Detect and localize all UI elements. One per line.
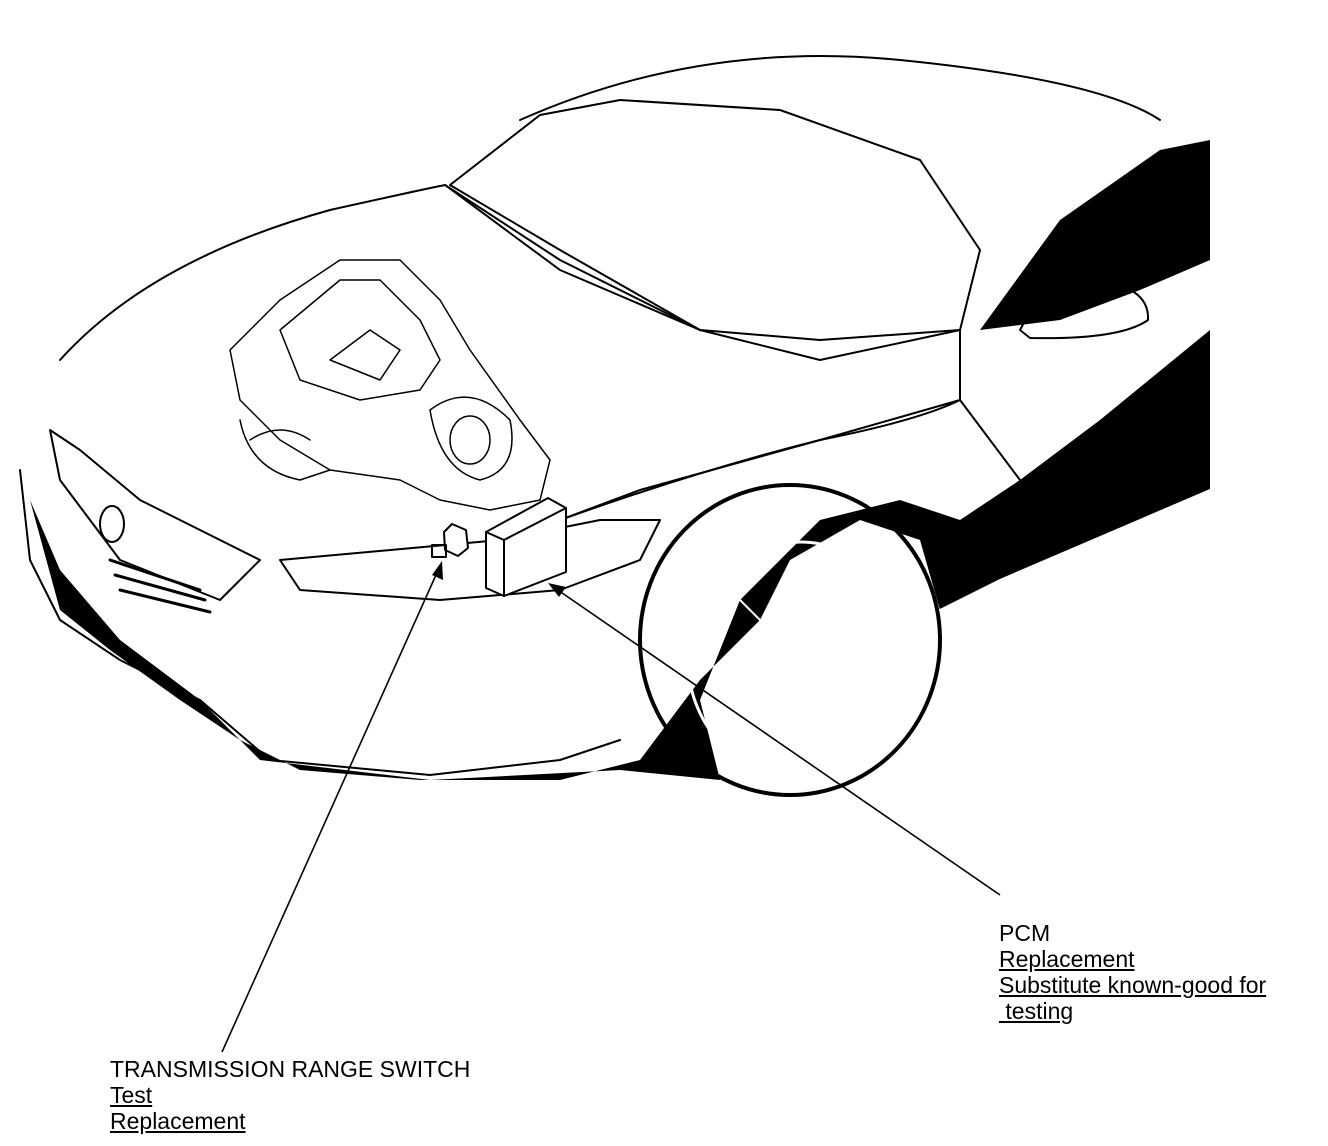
headlight (279, 519, 661, 601)
grille-slats (108, 558, 212, 614)
brand-emblem (99, 505, 125, 543)
wheel-hub (775, 633, 815, 677)
trs-test-link[interactable]: Test (110, 1082, 153, 1108)
side-mirror (1019, 279, 1150, 340)
hood-outline (59, 184, 961, 521)
pcm-title: PCM (999, 920, 1051, 946)
trs-callout: TRANSMISSION RANGE SWITCH Test Replaceme… (110, 1056, 470, 1134)
pcm-leader-line (551, 585, 1001, 896)
fog-light (369, 731, 431, 749)
front-wheel-arch (638, 483, 942, 797)
trs-leader-arrowhead (432, 561, 443, 580)
fender-line (559, 399, 1021, 521)
car-lower-body-shadow (30, 330, 1210, 780)
pcm-part (485, 497, 567, 597)
front-wheel (686, 540, 914, 780)
car-illustration (19, 55, 1211, 797)
pcm-replacement-link[interactable]: Replacement (999, 946, 1135, 972)
grille (49, 429, 261, 601)
transmission-range-switch-part (431, 523, 469, 558)
trs-replacement-link[interactable]: Replacement (110, 1108, 246, 1134)
roof-line (519, 55, 1161, 121)
door-edge (939, 489, 1211, 611)
windshield (449, 99, 981, 341)
pcm-substitute-link[interactable]: Substitute known-good for (999, 972, 1267, 998)
pcm-testing-link[interactable]: testing (999, 998, 1074, 1024)
side-window (980, 140, 1210, 330)
engine-outline (229, 259, 551, 511)
front-bumper (19, 469, 621, 776)
pcm-callout: PCM Replacement Substitute known-good fo… (999, 920, 1266, 1024)
pcm-leader-arrowhead (548, 583, 566, 597)
trs-leader-line (221, 565, 441, 1053)
wheel-spokes (719, 599, 881, 741)
a-pillar (444, 184, 701, 331)
trs-title: TRANSMISSION RANGE SWITCH (110, 1056, 471, 1082)
